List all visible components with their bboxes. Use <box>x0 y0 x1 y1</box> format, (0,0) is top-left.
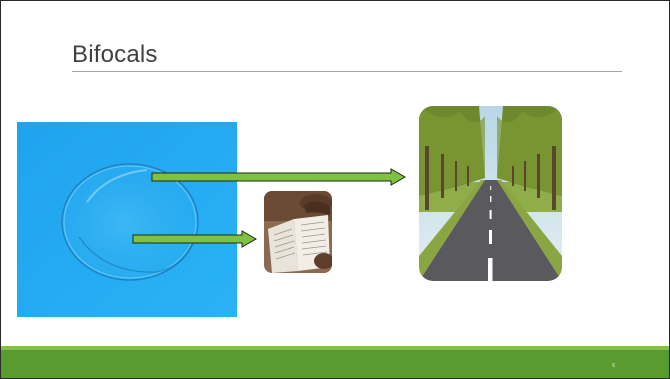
title-underline <box>72 71 622 72</box>
arrow-to-road-icon <box>151 168 407 186</box>
road-photo <box>419 106 562 281</box>
lens-photo <box>17 122 237 317</box>
book-photo-graphic <box>264 191 332 273</box>
footer-accent-line <box>1 346 669 350</box>
footer-band <box>1 350 669 378</box>
slide-title: Bifocals <box>72 41 158 68</box>
slide-number: 6 <box>612 363 615 369</box>
lens-photo-graphic <box>17 122 237 317</box>
road-photo-graphic <box>419 106 562 281</box>
arrow-to-book-icon <box>132 230 258 248</box>
book-photo <box>264 191 332 273</box>
